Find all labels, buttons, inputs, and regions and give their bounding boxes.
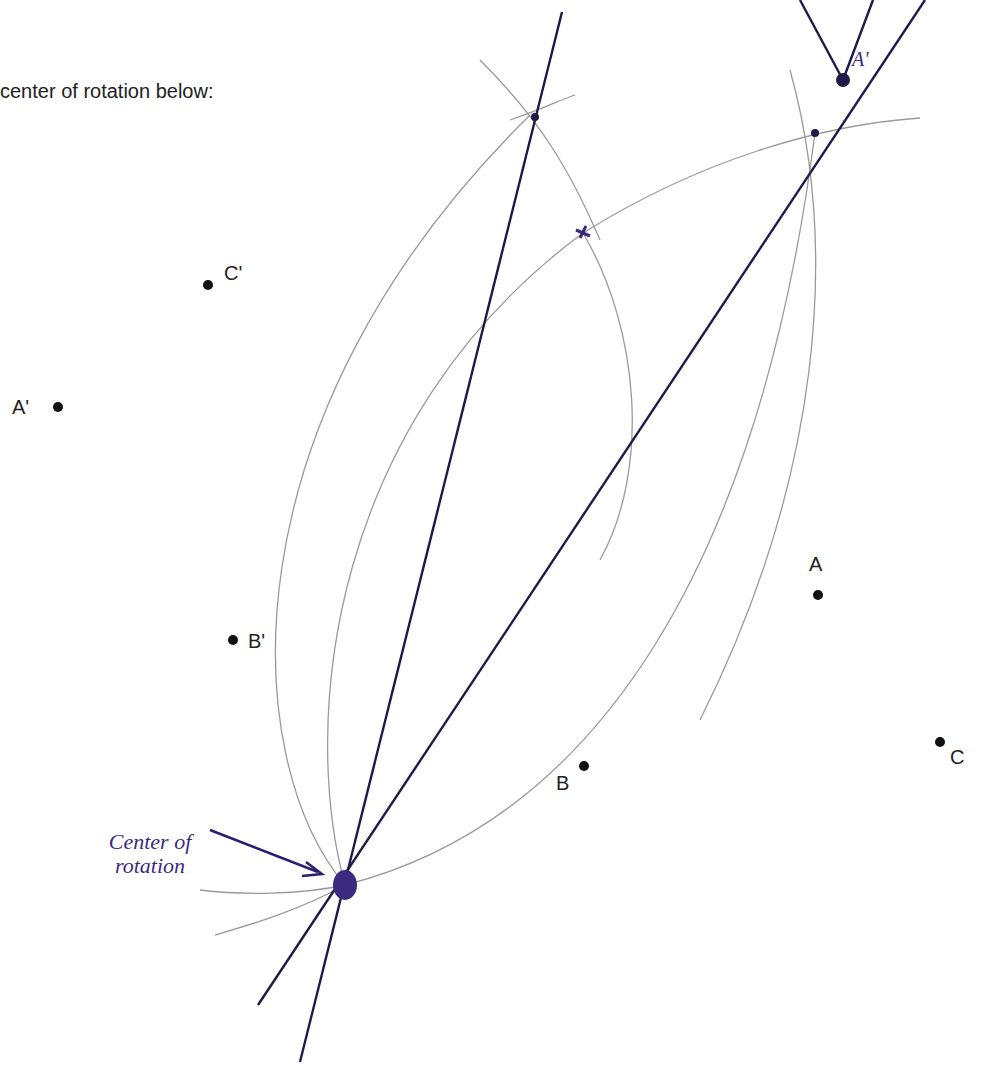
point-dot — [228, 635, 238, 645]
construction-line — [800, 0, 843, 80]
center-dot — [333, 870, 357, 900]
point-dot — [935, 737, 945, 747]
point-dot — [53, 402, 63, 412]
instruction-text: center of rotation below: — [0, 80, 213, 102]
intersection-dot — [811, 129, 819, 137]
pointer-arrowhead — [302, 862, 322, 876]
point-label: A' — [852, 48, 869, 70]
compass-arc — [510, 95, 575, 120]
point-dot — [579, 761, 589, 771]
point-dot — [203, 280, 213, 290]
construction-line — [843, 0, 873, 80]
compass-arc — [328, 233, 583, 885]
construction-line — [300, 12, 562, 1062]
point-label: A — [809, 553, 822, 575]
compass-arc — [275, 115, 530, 885]
compass-arc — [480, 60, 600, 240]
compass-arc — [700, 70, 816, 720]
compass-arc — [583, 233, 632, 560]
point-dot — [813, 590, 823, 600]
compass-arc — [200, 885, 345, 893]
compass-arc — [583, 118, 920, 233]
point-label: A' — [12, 396, 29, 418]
point-label: B' — [248, 630, 265, 652]
intersection-mark — [576, 226, 590, 238]
point-dot — [836, 73, 850, 87]
construction-line — [258, 0, 925, 1005]
compass-arc — [215, 885, 345, 935]
point-label: C — [950, 746, 964, 768]
point-label: C' — [224, 262, 242, 284]
pointer-arrow — [210, 830, 318, 872]
intersection-dot — [531, 113, 539, 121]
handwritten-note: Center of rotation — [100, 830, 200, 878]
compass-arc — [345, 133, 815, 885]
point-label: B — [556, 772, 569, 794]
